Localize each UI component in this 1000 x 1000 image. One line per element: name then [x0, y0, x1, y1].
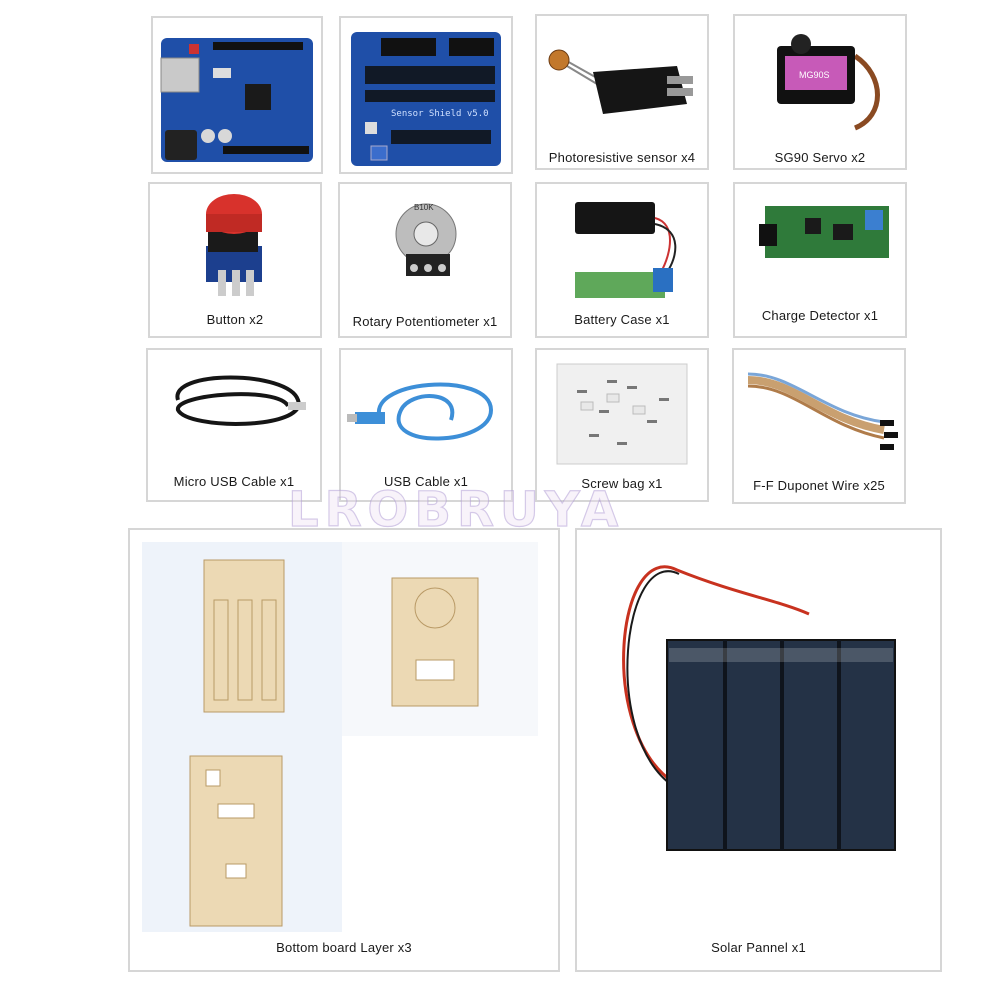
photoresistive-sensor-caption: Photoresistive sensor x4: [548, 150, 696, 165]
solar-panel-caption: Solar Pannel x1: [711, 940, 806, 955]
product-card-charge-detector: Charge Detector x1: [733, 182, 907, 338]
ff-dupont-wire-caption: F-F Duponet Wire x25: [753, 478, 885, 493]
sensor-shield-image: Sensor Shield v5.0: [341, 18, 511, 172]
charge-detector-caption: Charge Detector x1: [761, 308, 879, 323]
product-card-micro-usb-cable: Micro USB Cable x1: [146, 348, 322, 502]
usb-cable-caption: USB Cable x1: [383, 474, 469, 489]
sg90-servo-caption: SG90 Servo x2: [774, 150, 866, 165]
charge-detector-image: [735, 184, 905, 302]
rotary-potentiometer-image: B10K: [340, 184, 510, 308]
solar-panel-image: [577, 530, 940, 920]
battery-case-caption: Battery Case x1: [574, 312, 670, 327]
micro-usb-cable-image: [148, 350, 320, 470]
product-card-sg90-servo: MG90S SG90 Servo x2: [733, 14, 907, 170]
product-card-battery-case: Battery Case x1: [535, 182, 709, 338]
battery-case-image: [537, 184, 707, 308]
product-card-uno-board: [151, 16, 323, 174]
potentiometer-part-label: B10K: [414, 203, 434, 212]
product-card-bottom-board: Bottom board Layer x3: [128, 528, 560, 972]
bottom-board-image: [142, 542, 538, 932]
shield-board-text: Sensor Shield v5.0: [391, 109, 489, 119]
ff-dupont-wire-image: [734, 350, 904, 472]
product-card-solar-panel: Solar Pannel x1: [575, 528, 942, 972]
product-card-photoresistive-sensor: Photoresistive sensor x4: [535, 14, 709, 170]
servo-part-label: MG90S: [799, 70, 830, 80]
product-card-usb-cable: USB Cable x1: [339, 348, 513, 502]
product-card-ff-dupont-wire: F-F Duponet Wire x25: [732, 348, 906, 504]
screw-bag-image: [537, 350, 707, 472]
photoresistive-sensor-image: [537, 16, 707, 142]
sg90-servo-image: MG90S: [735, 16, 905, 142]
bottom-board-caption: Bottom board Layer x3: [276, 940, 412, 955]
product-card-sensor-shield: Sensor Shield v5.0: [339, 16, 513, 174]
rotary-potentiometer-caption: Rotary Potentiometer x1: [352, 314, 498, 329]
product-card-screw-bag: Screw bag x1: [535, 348, 709, 502]
micro-usb-cable-caption: Micro USB Cable x1: [173, 474, 295, 489]
product-card-rotary-potentiometer: B10K Rotary Potentiometer x1: [338, 182, 512, 338]
screw-bag-caption: Screw bag x1: [581, 476, 663, 491]
usb-cable-image: [341, 350, 511, 470]
button-image: [150, 184, 320, 306]
button-caption: Button x2: [206, 312, 264, 327]
product-card-button: Button x2: [148, 182, 322, 338]
uno-board-image: [153, 18, 321, 172]
